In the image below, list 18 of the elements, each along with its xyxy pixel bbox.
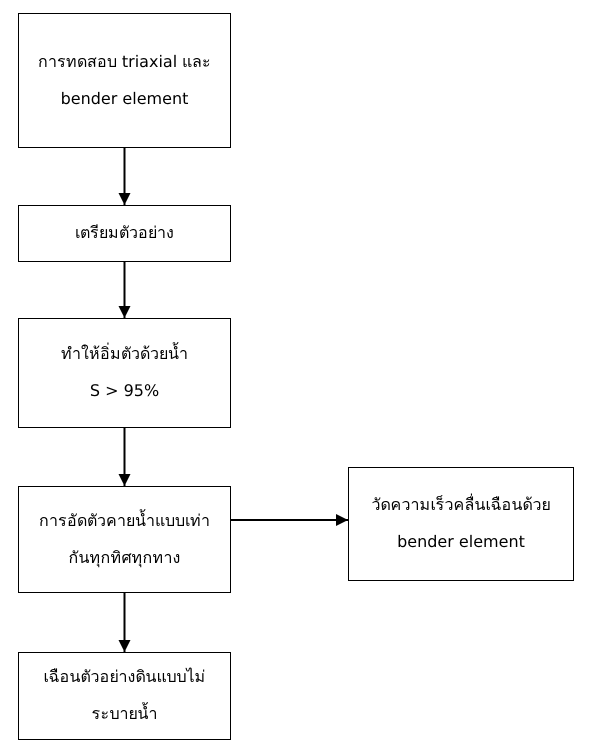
box-text: เตรียมตัวอย่าง xyxy=(75,222,174,244)
process-box xyxy=(18,486,231,593)
process-box xyxy=(18,205,231,262)
arrow xyxy=(118,428,130,486)
arrow xyxy=(118,593,130,652)
process-box xyxy=(18,652,231,740)
box-text: S > 95% xyxy=(90,380,160,402)
box-text: วัดความเร็วคลื่นเฉือนด้วย bender element xyxy=(370,492,552,553)
box-text: การอัดตัวคายน้ำแบบเท่ากันทุกทิศทุกทาง xyxy=(38,508,211,570)
arrow xyxy=(118,262,130,318)
process-box xyxy=(18,13,231,148)
box-text: เฉือนตัวอย่างดินแบบไม่ระบายน้ำ xyxy=(42,666,206,725)
box-text: การทดสอบ triaxial และ bender element xyxy=(36,50,212,110)
box-text: ทำให้อิ่มตัวด้วยน้ำ xyxy=(61,341,188,366)
arrow xyxy=(231,514,348,526)
process-box xyxy=(348,467,574,581)
process-box xyxy=(18,318,231,428)
arrow xyxy=(118,148,130,205)
